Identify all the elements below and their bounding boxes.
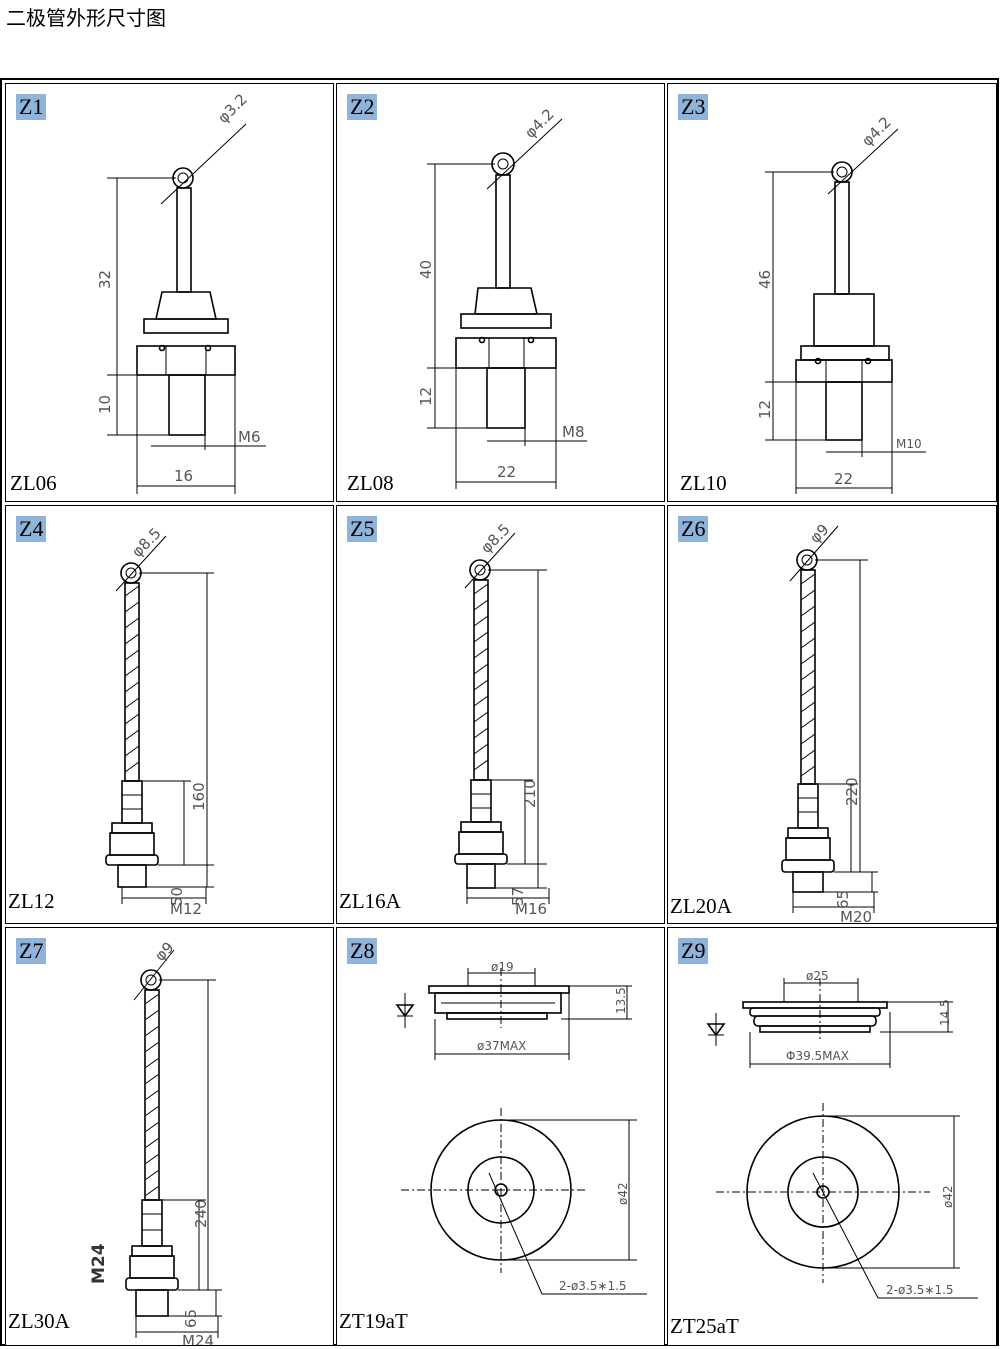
dim-h1: 240 bbox=[192, 1199, 210, 1228]
drawing-z9: ø25 14.5 Φ39.5MAX ø42 2-ø3.5∗1.5 bbox=[706, 969, 978, 1299]
dim-height: 13.5 bbox=[614, 987, 628, 1014]
cell-tag: Z5 bbox=[347, 516, 378, 542]
dim-h2: 10 bbox=[96, 395, 114, 414]
side-thread-label: M24 bbox=[89, 1243, 109, 1284]
cell-tag: Z7 bbox=[16, 938, 47, 964]
dim-holes: 2-ø3.5∗1.5 bbox=[886, 1283, 954, 1297]
dim-h1: 160 bbox=[190, 782, 208, 811]
cell-z5: φ8.5 210 57 15 M16 Z5 ZL16A bbox=[336, 505, 665, 924]
dim-hole: φ8.5 bbox=[128, 524, 165, 561]
dim-hole: φ9 bbox=[151, 938, 177, 964]
dim-hole: φ8.5 bbox=[477, 520, 514, 557]
dim-thread: M8 bbox=[562, 423, 585, 441]
drawing-z3: φ4.2 46 12 M10 22 bbox=[756, 113, 926, 494]
cell-tag: Z4 bbox=[16, 516, 47, 542]
drawing-z8: ø19 13.5 ø37MAX ø42 2-ø3.5∗1.5 bbox=[395, 960, 647, 1295]
dim-hole: φ4.2 bbox=[858, 113, 895, 150]
cell-tag: Z6 bbox=[678, 516, 709, 542]
dim-h1: 32 bbox=[96, 270, 114, 289]
drawing-z7: φ9 240 65 20 M24 M24 bbox=[89, 938, 222, 1346]
dim-top: ø25 bbox=[806, 969, 829, 983]
dim-h2: 12 bbox=[417, 387, 435, 406]
dim-thread: M12 bbox=[170, 900, 202, 918]
drawing-z1: φ3.2 32 10 M6 16 bbox=[96, 90, 266, 494]
model-label: ZL16A bbox=[339, 889, 401, 913]
model-label: ZL12 bbox=[8, 889, 55, 913]
dim-thread: M6 bbox=[238, 428, 261, 446]
dim-height: 14.5 bbox=[938, 999, 952, 1026]
cell-z7: φ9 240 65 20 M24 M24 Z7 ZL30A bbox=[5, 927, 334, 1346]
dim-width: 16 bbox=[174, 467, 193, 485]
dim-h1: 46 bbox=[756, 270, 774, 289]
dim-outer: ø42 bbox=[941, 1185, 955, 1208]
dim-hole: φ4.2 bbox=[521, 105, 558, 142]
dim-h2: 65 bbox=[834, 890, 852, 909]
cell-tag: Z1 bbox=[16, 94, 47, 120]
model-label: ZL20A bbox=[670, 894, 732, 918]
dim-width: 22 bbox=[497, 463, 516, 481]
dim-thread: M16 bbox=[515, 900, 547, 918]
dim-outer: ø42 bbox=[616, 1182, 630, 1205]
dim-h2: 12 bbox=[756, 400, 774, 419]
dim-width: 22 bbox=[834, 470, 853, 488]
dim-base: Φ39.5MAX bbox=[786, 1049, 849, 1063]
dim-h2: 57 bbox=[509, 887, 527, 906]
dim-h2: 65 bbox=[182, 1309, 200, 1328]
dim-thread: M10 bbox=[896, 437, 922, 451]
cell-z3: φ4.2 46 12 M10 22 Z3 ZL10 bbox=[667, 83, 997, 502]
dim-base: ø37MAX bbox=[477, 1039, 526, 1053]
cell-tag: Z9 bbox=[678, 938, 709, 964]
cell-z1: φ3.2 32 10 M6 16 Z1 ZL06 bbox=[5, 83, 334, 502]
drawing-z6: φ9 220 65 20 M20 bbox=[781, 520, 878, 924]
model-label: ZL06 bbox=[10, 471, 57, 495]
dim-top: ø19 bbox=[491, 960, 514, 974]
cell-z2: φ4.2 40 12 M8 22 Z2 ZL08 bbox=[336, 83, 665, 502]
drawing-z2: φ4.2 40 12 M8 22 bbox=[417, 105, 587, 489]
drawing-z5: φ8.5 210 57 15 M16 bbox=[454, 520, 550, 918]
dim-h1: 40 bbox=[417, 260, 435, 279]
model-label: ZT25aT bbox=[670, 1314, 739, 1338]
cell-tag: Z2 bbox=[347, 94, 378, 120]
model-label: ZT19aT bbox=[339, 1309, 408, 1333]
dim-holes: 2-ø3.5∗1.5 bbox=[559, 1279, 627, 1293]
cell-z9: ø25 14.5 Φ39.5MAX ø42 2-ø3.5∗1.5 Z9 ZT25… bbox=[667, 927, 997, 1346]
model-label: ZL30A bbox=[8, 1309, 70, 1333]
dim-thread: M20 bbox=[840, 908, 872, 924]
page-title: 二极管外形尺寸图 bbox=[6, 6, 166, 30]
dim-h1: 220 bbox=[843, 777, 861, 806]
dim-thread: M24 bbox=[182, 1332, 214, 1346]
cell-z4: φ8.5 160 50 13 M12 Z4 ZL12 bbox=[5, 505, 334, 924]
diagram-grid: φ3.2 32 10 M6 16 Z1 ZL06 φ4.2 40 12 M8 2… bbox=[0, 78, 999, 1346]
model-label: ZL10 bbox=[680, 471, 727, 495]
model-label: ZL08 bbox=[347, 471, 394, 495]
dim-h2: 50 bbox=[168, 887, 186, 906]
cell-z6: φ9 220 65 20 M20 Z6 ZL20A bbox=[667, 505, 997, 924]
dim-hole: φ3.2 bbox=[214, 90, 251, 127]
cell-z8: ø19 13.5 ø37MAX ø42 2-ø3.5∗1.5 Z8 ZT19aT bbox=[336, 927, 665, 1346]
cell-tag: Z8 bbox=[347, 938, 378, 964]
dim-h1: 210 bbox=[521, 779, 539, 808]
drawing-z4: φ8.5 160 50 13 M12 bbox=[105, 524, 214, 918]
dim-hole: φ9 bbox=[806, 520, 832, 546]
cell-tag: Z3 bbox=[678, 94, 709, 120]
